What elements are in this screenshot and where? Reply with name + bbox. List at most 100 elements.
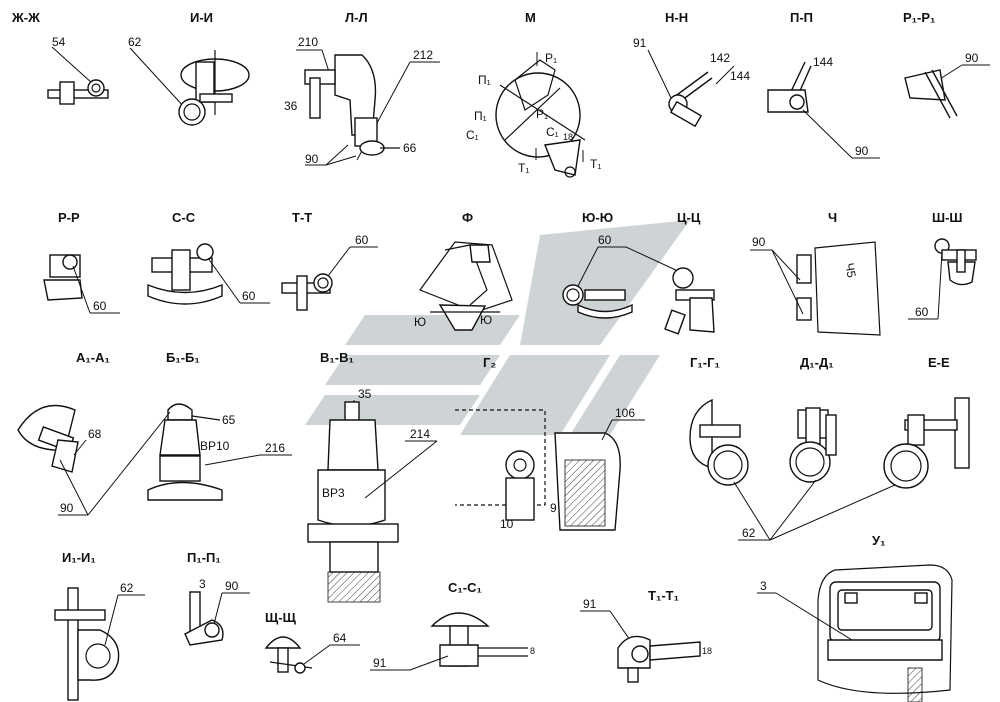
- section-title: И₁-И₁: [62, 550, 96, 565]
- ref-label: 214: [410, 427, 430, 441]
- section-g1-g1: Г₁-Г₁: [689, 355, 749, 486]
- ref-label: 90: [60, 501, 74, 515]
- ref-label: 62: [128, 35, 142, 49]
- ref-label: 142: [710, 51, 730, 65]
- section-title: Р-Р: [58, 210, 80, 225]
- ref-label: 91: [583, 597, 597, 611]
- section-title: Ч: [828, 210, 837, 225]
- ref-label: 54: [52, 35, 66, 49]
- section-i-i: И-И 62: [128, 10, 250, 126]
- ref-label: Ю: [414, 315, 426, 329]
- ref-label: 60: [355, 233, 369, 247]
- section-title: Ж-Ж: [11, 10, 40, 25]
- section-title: Б₁-Б₁: [166, 350, 200, 365]
- ref-label: Ю: [480, 313, 492, 327]
- section-yu-yu: Ю-Ю 60: [562, 210, 633, 319]
- ref-label: 91: [633, 36, 647, 50]
- ref-label: 9: [550, 501, 557, 515]
- ref-label: 64: [333, 631, 347, 645]
- section-t-t: Т-Т 60: [281, 210, 378, 311]
- section-title: Г₁-Г₁: [690, 355, 720, 370]
- section-v1-v1: В₁-В₁ 35 ВР3 214: [307, 350, 438, 603]
- section-d1-d1: Д₁-Д₁: [789, 355, 837, 483]
- section-m: М Р₁ П₁ П₁ Р₁ С₁ С₁ 18 Т₁ Т₁: [466, 10, 601, 178]
- section-title: Е-Е: [928, 355, 950, 370]
- section-e-e: Е-Е 62: [733, 355, 970, 541]
- ref-label: 90: [752, 235, 766, 249]
- section-title: П₁-П₁: [187, 550, 221, 565]
- ref-label: П₁: [474, 109, 487, 123]
- section-title: Г₂: [483, 355, 496, 370]
- section-title: Ц-Ц: [677, 210, 701, 225]
- ref-label: ВР3: [322, 486, 345, 500]
- ref-label: Ч5: [842, 262, 858, 279]
- ref-label: 3: [760, 579, 767, 593]
- ref-label: 212: [413, 48, 433, 62]
- ref-label: Т₁: [590, 157, 601, 171]
- ref-label: Т₁: [518, 161, 529, 175]
- ref-label: 91: [373, 656, 387, 670]
- section-p1-p1: П₁-П₁ 3 90: [184, 550, 250, 646]
- ref-label: 90: [225, 579, 239, 593]
- ref-label: 144: [813, 55, 833, 69]
- section-f: Ф Ю Ю: [414, 210, 513, 331]
- section-title: Л-Л: [345, 10, 368, 25]
- section-title: Д₁-Д₁: [800, 355, 834, 370]
- ref-label: 10: [500, 517, 514, 531]
- section-title: М: [525, 10, 536, 25]
- section-title: П-П: [790, 10, 813, 25]
- section-title: Ф: [462, 210, 473, 225]
- ref-label: 18: [563, 132, 573, 142]
- ref-label: 106: [615, 406, 635, 420]
- section-title: С₁-С₁: [448, 580, 482, 595]
- ref-label: 90: [965, 51, 979, 65]
- ref-label: 60: [93, 299, 107, 313]
- section-s-s: С-С 60: [147, 210, 270, 305]
- ref-label: 35: [358, 387, 372, 401]
- section-title: Ю-Ю: [582, 210, 613, 225]
- section-title: У₁: [872, 533, 885, 548]
- ref-label: 68: [88, 427, 102, 441]
- ref-label: С₁: [546, 125, 559, 139]
- section-t1-t1: Т₁-Т₁ 91 18: [580, 588, 712, 683]
- section-r-r: Р-Р 60: [43, 210, 120, 314]
- watermark-logo: [305, 220, 690, 435]
- ref-label: 18: [702, 646, 712, 656]
- section-a1-a1: А₁-А₁ 68: [17, 350, 110, 473]
- ref-label: П₁: [478, 73, 491, 87]
- ref-label: 62: [120, 581, 134, 595]
- ref-label: 65: [222, 413, 236, 427]
- section-sh-sh: Ш-Ш 60: [908, 210, 977, 320]
- ref-label: 144: [730, 69, 750, 83]
- ref-label: 216: [265, 441, 285, 455]
- section-title: Т₁-Т₁: [648, 588, 679, 603]
- section-title: И-И: [190, 10, 213, 25]
- ref-label: Р₁: [536, 107, 548, 121]
- section-title: А₁-А₁: [76, 350, 110, 365]
- section-s1-s1: С₁-С₁ 8 91: [370, 580, 535, 671]
- section-u1: У₁ 3: [757, 533, 953, 702]
- section-title: В₁-В₁: [320, 350, 354, 365]
- section-r1-r1: Р₁-Р₁ 90: [903, 10, 990, 119]
- section-p-p: П-П 144 90: [767, 10, 880, 159]
- section-g2: Г₂ 106 10 9: [455, 355, 645, 531]
- section-title: Т-Т: [292, 210, 312, 225]
- section-title: Н-Н: [665, 10, 688, 25]
- section-title: Р₁-Р₁: [903, 10, 935, 25]
- ref-label: 62: [742, 526, 756, 540]
- section-zh-zh: Ж-Ж 54: [11, 10, 109, 105]
- section-title: С-С: [172, 210, 196, 225]
- ref-label: 60: [915, 305, 929, 319]
- section-title: Ш-Ш: [932, 210, 962, 225]
- ref-label: С₁: [466, 128, 479, 142]
- section-ts-ts: Ц-Ц: [625, 210, 715, 335]
- ref-label: 36: [284, 99, 298, 113]
- section-l-l: Л-Л 210 212 36 66 90: [284, 10, 440, 166]
- section-n-n: Н-Н 91 142 144: [633, 10, 750, 128]
- section-ch: Ч Ч5 90: [750, 210, 881, 336]
- ref-label: Р₁: [545, 51, 557, 65]
- section-b1-b1: Б₁-Б₁ 65 ВР10 216 90: [58, 350, 292, 516]
- section-shch-shch: Щ-Щ 64: [264, 610, 360, 674]
- ref-label: 60: [598, 233, 612, 247]
